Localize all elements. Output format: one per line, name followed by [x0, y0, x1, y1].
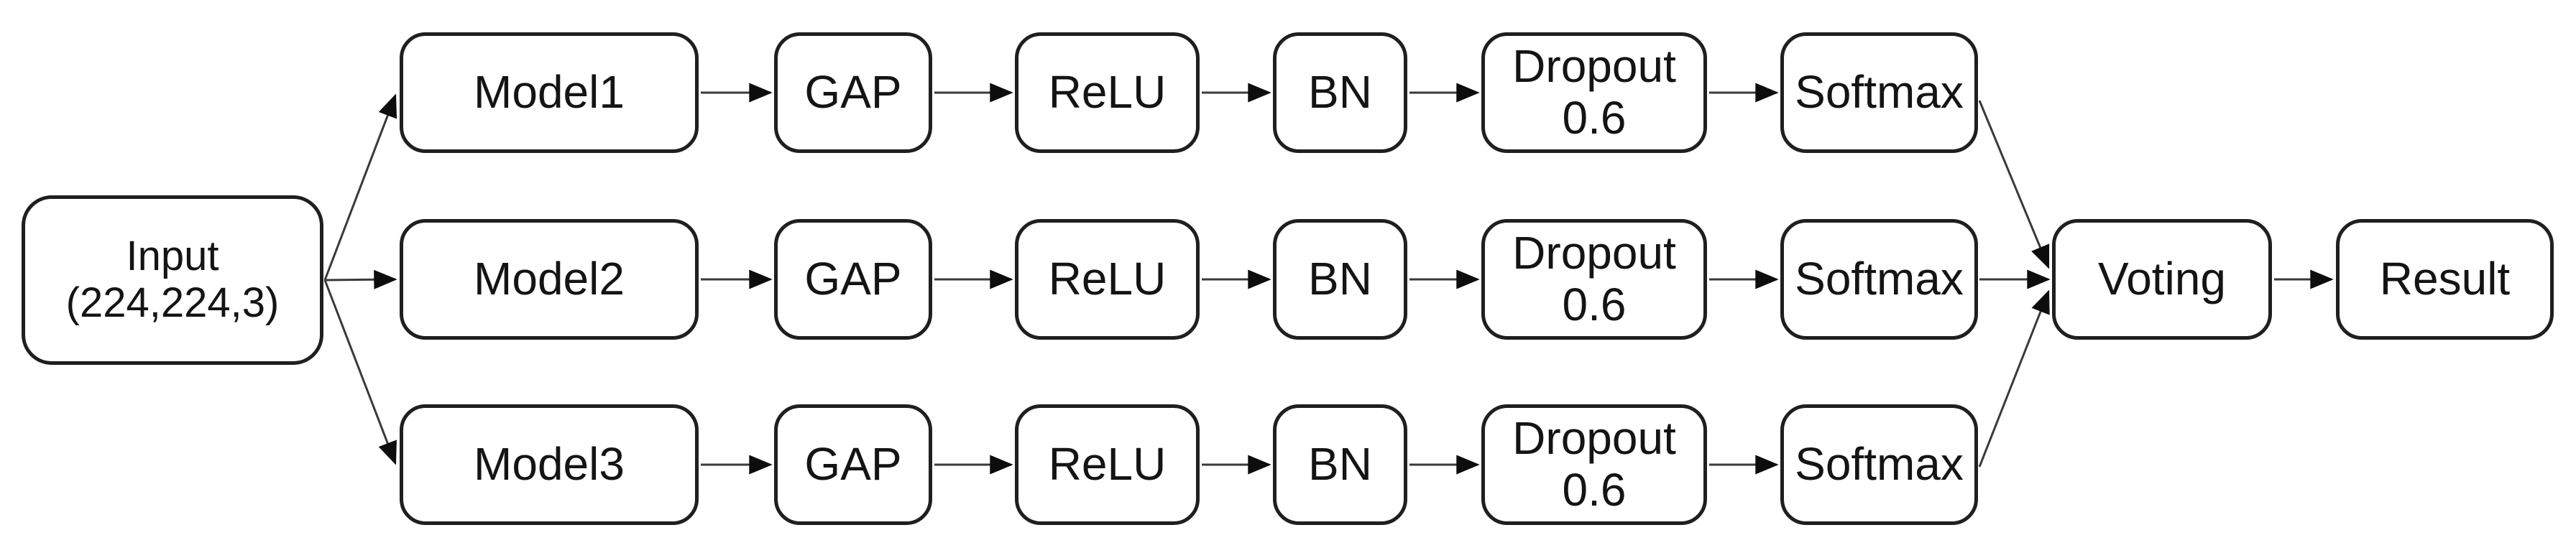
node-bn-1: BN — [1273, 32, 1407, 153]
dropout-label: Dropout — [1512, 412, 1676, 465]
dropout-rate: 0.6 — [1562, 464, 1627, 516]
edge-softmax3-voting — [1978, 289, 2050, 468]
node-gap-2: GAP — [774, 219, 932, 340]
node-softmax-1: Softmax — [1780, 32, 1978, 153]
edge-input-model2 — [324, 269, 397, 289]
dropout-label: Dropout — [1512, 227, 1676, 279]
node-input: Input (224,224,3) — [22, 195, 323, 365]
node-softmax-2: Softmax — [1780, 219, 1978, 340]
node-dropout-3: Dropout 0.6 — [1481, 404, 1707, 525]
edge-softmax1-voting — [1978, 100, 2050, 269]
node-bn-2: BN — [1273, 219, 1407, 340]
node-bn-3: BN — [1273, 404, 1407, 525]
node-voting: Voting — [2052, 219, 2272, 340]
dropout-label: Dropout — [1512, 40, 1676, 93]
dropout-rate: 0.6 — [1562, 279, 1627, 330]
edge-input-model1 — [323, 93, 397, 281]
input-label: Input — [126, 233, 219, 280]
node-model1: Model1 — [400, 32, 699, 153]
edge-input-model3 — [323, 279, 397, 465]
node-gap-1: GAP — [774, 32, 932, 153]
node-dropout-1: Dropout 0.6 — [1481, 32, 1707, 153]
node-softmax-3: Softmax — [1780, 404, 1978, 525]
input-shape-label: (224,224,3) — [65, 279, 280, 326]
node-result: Result — [2336, 219, 2554, 340]
node-relu-1: ReLU — [1015, 32, 1200, 153]
node-model2: Model2 — [400, 219, 699, 340]
node-relu-3: ReLU — [1015, 404, 1200, 525]
dropout-rate: 0.6 — [1562, 92, 1627, 144]
node-relu-2: ReLU — [1015, 219, 1200, 340]
node-dropout-2: Dropout 0.6 — [1481, 219, 1707, 340]
node-gap-3: GAP — [774, 404, 932, 525]
node-model3: Model3 — [400, 404, 699, 525]
